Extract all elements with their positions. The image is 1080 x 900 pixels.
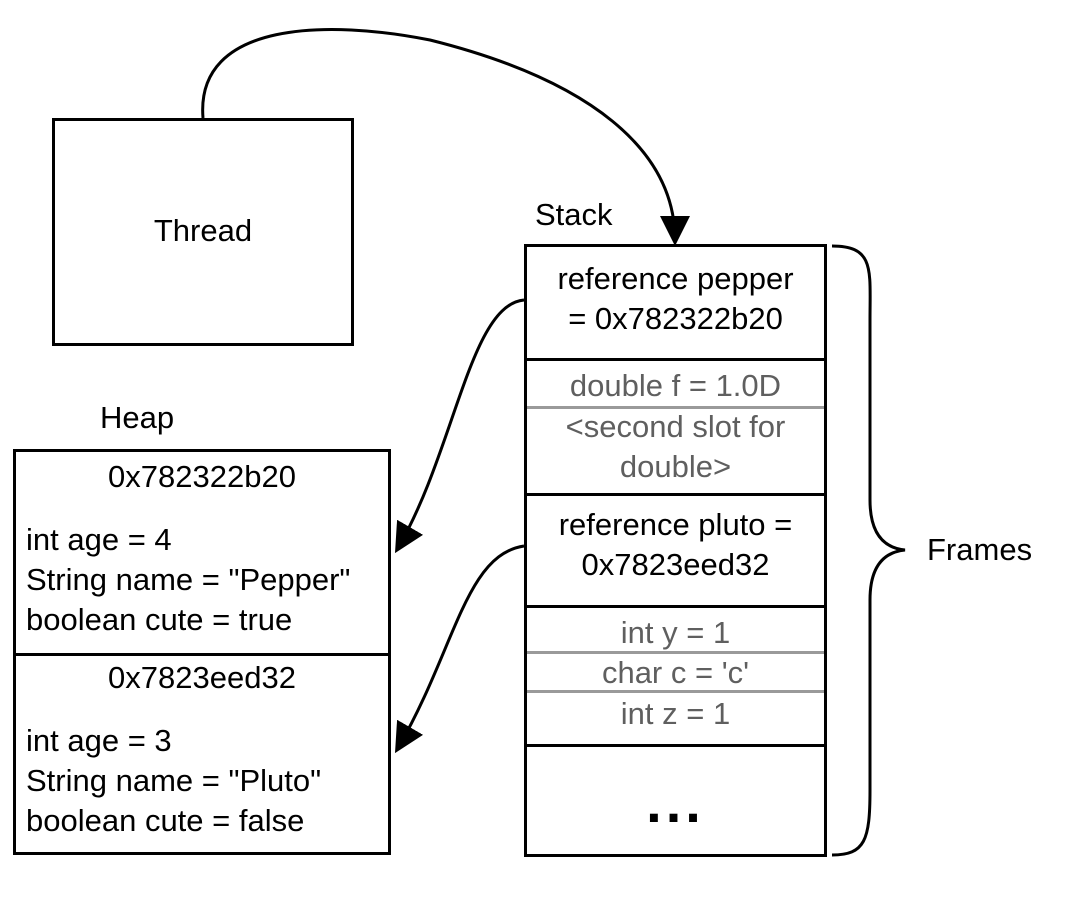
- stack-cell-pepper-line-2: = 0x782322b20: [568, 301, 783, 336]
- frames-brace: [831, 244, 906, 857]
- thread-box: Thread: [52, 118, 354, 346]
- stack-cell-pluto-line-2: 0x7823eed32: [581, 547, 770, 582]
- heap-box: 0x782322b20 int age = 4 String name = "P…: [13, 449, 391, 855]
- heap-object-pepper-address: 0x782322b20: [108, 459, 296, 494]
- heap-object-pluto-field-age: int age = 3: [26, 723, 172, 758]
- frame-divider: [527, 493, 824, 496]
- heap-label: Heap: [100, 400, 175, 435]
- heap-object-pepper-field-name: String name = "Pepper": [26, 562, 351, 597]
- stack-box: reference pepper = 0x782322b20 double f …: [524, 244, 827, 857]
- slot-divider: [527, 690, 824, 693]
- stack-cell-second-slot-line-1: <second slot for: [565, 409, 786, 444]
- frame-divider: [527, 744, 824, 747]
- frame-divider: [527, 358, 824, 361]
- frames-label: Frames: [927, 532, 1033, 567]
- heap-object-pluto-field-cute: boolean cute = false: [26, 803, 305, 838]
- stack-cell-char-c: char c = 'c': [601, 655, 750, 690]
- stack-label: Stack: [535, 197, 613, 232]
- stack-cell-second-slot-line-2: double>: [619, 449, 732, 484]
- pluto-reference-arrow: [394, 544, 525, 754]
- heap-object-pepper-field-age: int age = 4: [26, 522, 172, 557]
- slot-divider: [527, 406, 824, 409]
- frame-divider: [527, 605, 824, 608]
- thread-label: Thread: [153, 213, 253, 248]
- stack-cell-pluto-line-1: reference pluto =: [558, 507, 793, 542]
- heap-object-pluto-field-name: String name = "Pluto": [26, 763, 322, 798]
- stack-cell-int-z: int z = 1: [620, 696, 731, 731]
- slot-divider: [527, 651, 824, 654]
- stack-cell-double-f: double f = 1.0D: [569, 368, 782, 403]
- heap-object-divider: [16, 653, 388, 656]
- pepper-reference-arrow: [394, 298, 525, 554]
- stack-cell-pepper-line-1: reference pepper: [557, 261, 794, 296]
- heap-object-pepper-field-cute: boolean cute = true: [26, 602, 293, 637]
- heap-object-pluto-address: 0x7823eed32: [108, 660, 296, 695]
- stack-ellipsis: ...: [646, 771, 705, 834]
- stack-cell-int-y: int y = 1: [620, 615, 731, 650]
